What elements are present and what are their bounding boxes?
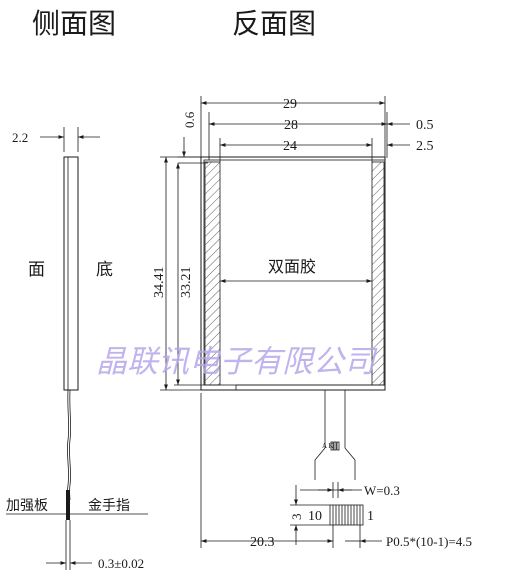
width-mid-dim: 28	[284, 118, 298, 133]
width-total-dim: 29	[283, 97, 297, 112]
top-offset-dim: 0.6	[182, 111, 197, 128]
right-offset-1-dim: 0.5	[416, 118, 434, 133]
bottom-label: 底	[96, 260, 113, 280]
trace-width-dim: W=0.3	[364, 483, 400, 498]
company-watermark: 晶联讯电子有限公司	[96, 344, 378, 380]
led-pin-label: A K	[322, 442, 333, 450]
pin-count-label: 10	[308, 509, 322, 524]
stiffener-plate	[66, 490, 70, 520]
gold-finger-label: 金手指	[88, 498, 130, 514]
stiffener-label: 加强板	[6, 498, 48, 514]
height-inner-dim: 33.21	[179, 267, 194, 299]
stiffener-thickness-dim: 0.3±0.02	[98, 556, 144, 571]
tape-strip-right	[371, 161, 385, 386]
double-sided-tape-label: 双面胶	[268, 257, 316, 276]
face-label: 面	[28, 260, 45, 280]
side-thickness-dim: 2.2	[12, 130, 28, 145]
height-total-dim: 34.41	[152, 267, 167, 299]
connector-pins	[332, 505, 361, 525]
side-view: 2.2 面 底 加强板 金手指 0.3±0.02	[6, 127, 148, 571]
connector-length-dim: 3	[289, 514, 304, 521]
pin-one-label: 1	[367, 509, 374, 524]
tape-strip-left	[204, 161, 221, 386]
connector-offset-dim: 20.3	[250, 535, 275, 550]
side-view-title: 侧面图	[32, 7, 116, 40]
pitch-formula-dim: P0.5*(10-1)=4.5	[386, 534, 472, 549]
side-module-body	[63, 156, 79, 391]
back-view-title: 反面图	[232, 7, 316, 40]
right-offset-2-dim: 2.5	[416, 139, 434, 154]
width-inner-dim: 24	[283, 139, 297, 154]
back-view: 29 28 24 0.5 2.5 0.6 34.41 33.21	[152, 96, 472, 550]
gold-finger-connector	[329, 504, 364, 526]
